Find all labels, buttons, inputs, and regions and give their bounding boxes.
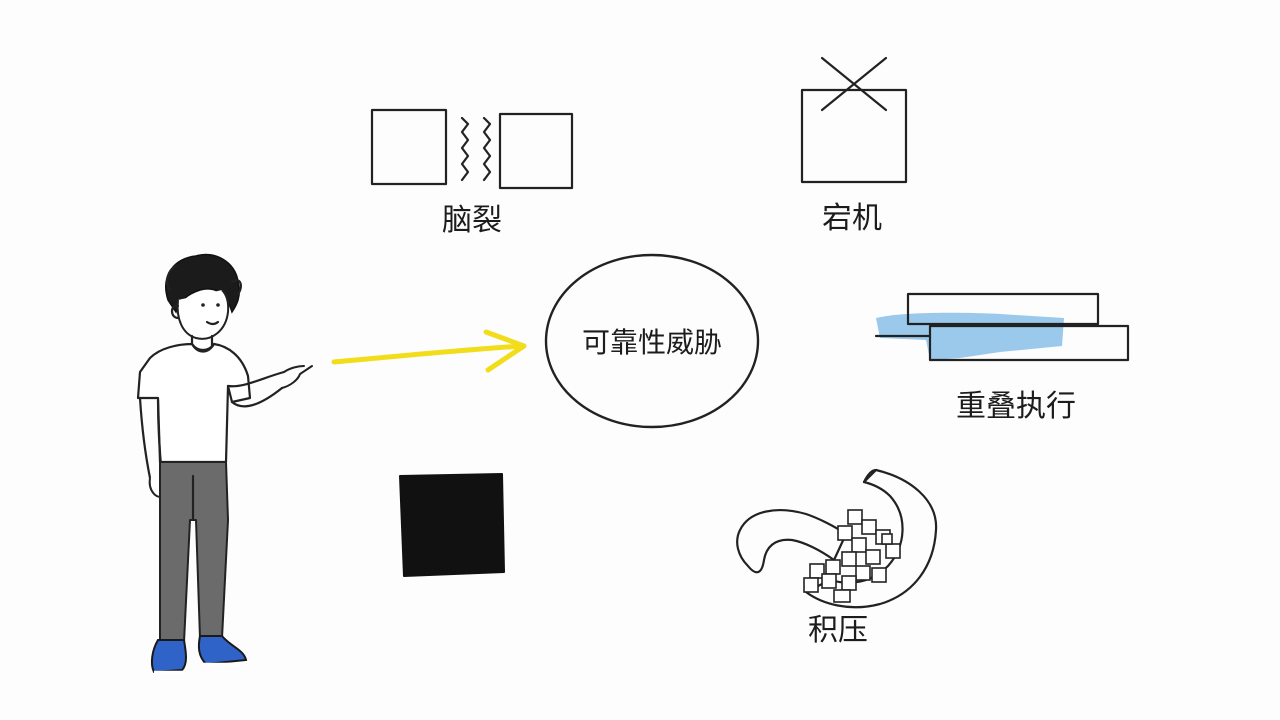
central-concept-label: 可靠性威胁 xyxy=(582,326,722,359)
cross-icon xyxy=(820,56,888,112)
central-concept-node: 可靠性威胁 xyxy=(544,253,760,429)
arrow-right-icon xyxy=(331,329,527,373)
overlapping-execution-label: 重叠执行 xyxy=(956,389,1076,424)
backlog-node: 积压 xyxy=(736,468,938,648)
split-brain-node: 脑裂 xyxy=(370,108,574,238)
crash-node: 宕机 xyxy=(800,56,908,236)
overlapping-execution-node: 重叠执行 xyxy=(874,292,1130,424)
backlog-label: 积压 xyxy=(808,613,868,648)
zigzag-crack-icon xyxy=(460,116,470,182)
cubes-icon xyxy=(803,509,901,603)
split-brain-label: 脑裂 xyxy=(442,203,502,238)
person-pointing-icon xyxy=(136,253,313,674)
black-box-node xyxy=(399,473,505,577)
crash-label: 宕机 xyxy=(822,201,882,236)
